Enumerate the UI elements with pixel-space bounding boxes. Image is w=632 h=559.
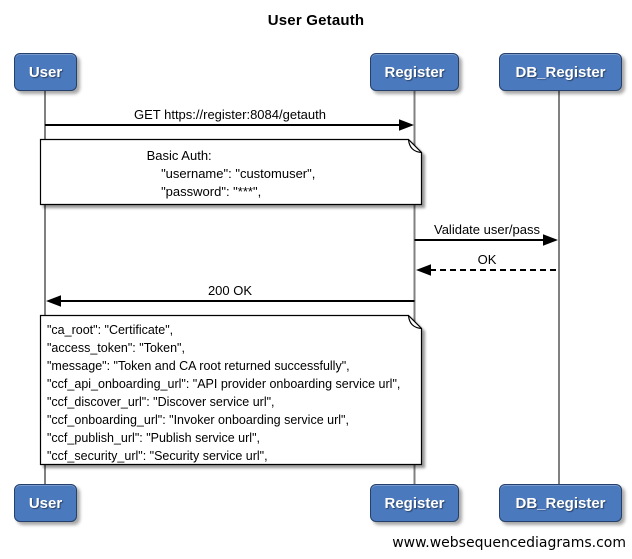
actor-label: Register bbox=[384, 63, 445, 81]
message-arrow-validate bbox=[414, 234, 558, 246]
watermark-websequencediagrams: www.websequencediagrams.com bbox=[392, 535, 626, 551]
note-line: "ccf_api_onboarding_url": "API provider … bbox=[47, 377, 401, 391]
message-arrow-get bbox=[45, 119, 414, 131]
message-label-validate: Validate user/pass bbox=[434, 222, 540, 237]
note-token-response-text: "ca_root": "Certificate", "access_token"… bbox=[47, 321, 400, 465]
actor-label: User bbox=[28, 63, 63, 81]
note-line: Basic Auth: bbox=[146, 148, 212, 163]
note-token-response bbox=[39, 314, 423, 466]
note-line: "ccf_onboarding_url": "Invoker onboardin… bbox=[47, 413, 349, 427]
note-line: "ccf_security_url": "Security service ur… bbox=[47, 449, 268, 463]
actor-box-register-top: Register bbox=[370, 53, 459, 91]
actor-box-db-register-bottom: DB_Register bbox=[499, 484, 622, 522]
message-arrow-200-ok bbox=[46, 295, 415, 307]
note-line: "ca_root": "Certificate", bbox=[47, 323, 174, 337]
note-line: "ccf_publish_url": "Publish service url"… bbox=[47, 431, 260, 445]
actor-box-db-register-top: DB_Register bbox=[499, 53, 622, 91]
actor-box-register-bottom: Register bbox=[370, 484, 459, 522]
note-line: "password": "***", bbox=[146, 184, 262, 199]
message-arrow-ok bbox=[416, 264, 559, 276]
note-fold-corner bbox=[407, 315, 422, 330]
actor-label: DB_Register bbox=[515, 494, 606, 512]
note-line: "ccf_discover_url": "Discover service ur… bbox=[47, 395, 275, 409]
diagram-title: User Getauth bbox=[267, 12, 365, 29]
actor-box-user-bottom: User bbox=[14, 484, 77, 522]
note-line: "message": "Token and CA root returned s… bbox=[47, 359, 350, 373]
actor-label: DB_Register bbox=[515, 63, 606, 81]
actor-label: Register bbox=[384, 494, 445, 512]
note-basic-auth bbox=[39, 138, 423, 206]
actor-box-user-top: User bbox=[14, 53, 77, 91]
note-fold-corner bbox=[407, 139, 422, 154]
actor-label: User bbox=[28, 494, 63, 512]
note-line: "access_token": "Token", bbox=[47, 341, 185, 355]
note-basic-auth-text: Basic Auth: "username": "customuser", "p… bbox=[41, 147, 421, 201]
message-label-get: GET https://register:8084/getauth bbox=[134, 107, 326, 122]
message-label-ok: OK bbox=[477, 252, 497, 267]
note-line: "username": "customuser", bbox=[146, 166, 316, 181]
message-label-200-ok: 200 OK bbox=[207, 283, 253, 298]
